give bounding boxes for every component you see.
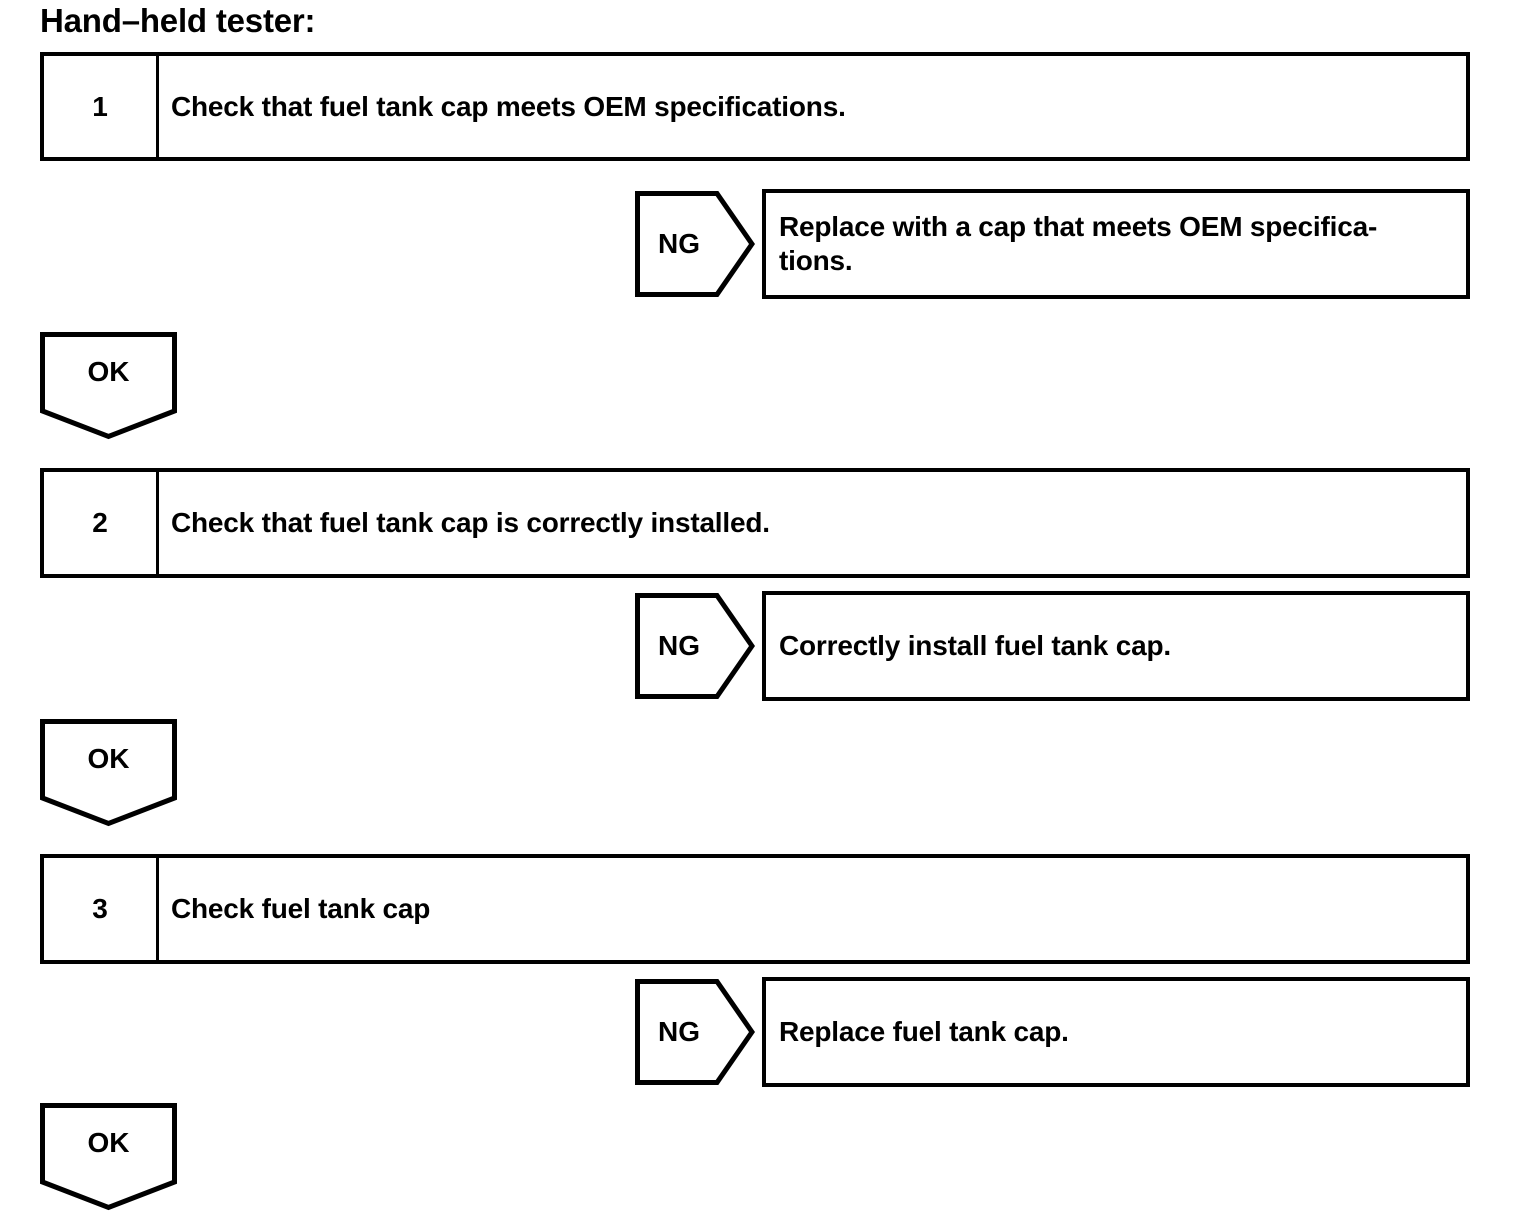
step-2-ng-label: NG [658,630,700,661]
page-title: Hand–held tester: [40,2,316,39]
step-2-box: 2 Check that fuel tank cap is correctly … [40,468,1470,578]
step-3-ng-action-box: Replace fuel tank cap. [762,977,1470,1087]
step-1-box: 1 Check that fuel tank cap meets OEM spe… [40,52,1470,161]
step-2-ng-action-text: Correctly install fuel tank cap. [779,630,1171,661]
step-3-instruction: Check fuel tank cap [171,893,431,924]
step-1-ng-label: NG [658,228,700,259]
step-3-ng-label: NG [658,1016,700,1047]
step-1-instruction: Check that fuel tank cap meets OEM speci… [171,90,846,122]
step-2-ng-arrow: NG [635,593,755,699]
ng-arrow-right-icon [635,593,755,699]
step-3-ok-arrow: OK [40,1103,177,1211]
step-2-ng-action-box: Correctly install fuel tank cap. [762,591,1470,701]
step-1-ok-arrow: OK [40,332,177,440]
step-3-ng-arrow: NG [635,979,755,1085]
step-1-number: 1 [44,56,159,157]
ng-arrow-right-icon [635,979,755,1085]
step-2-instruction: Check that fuel tank cap is correctly in… [171,507,770,538]
ng-arrow-right-icon [635,191,755,297]
step-2-number: 2 [44,472,159,574]
step-1-ng-action-box: Replace with a cap that meets OEM specif… [762,189,1470,299]
step-1-ok-label: OK [87,356,130,387]
step-3-ok-label: OK [87,1127,130,1158]
ok-arrow-down-icon [40,332,177,440]
ok-arrow-down-icon [40,1103,177,1211]
step-3-number: 3 [44,858,159,960]
step-1-ng-arrow: NG [635,191,755,297]
step-2-ok-label: OK [87,743,130,774]
ok-arrow-down-icon [40,719,177,827]
step-3-ng-action-text: Replace fuel tank cap. [779,1016,1069,1047]
step-1-ng-action-text: Replace with a cap that meets OEM specif… [779,211,1378,276]
step-2-ok-arrow: OK [40,719,177,827]
step-3-box: 3 Check fuel tank cap [40,854,1470,964]
